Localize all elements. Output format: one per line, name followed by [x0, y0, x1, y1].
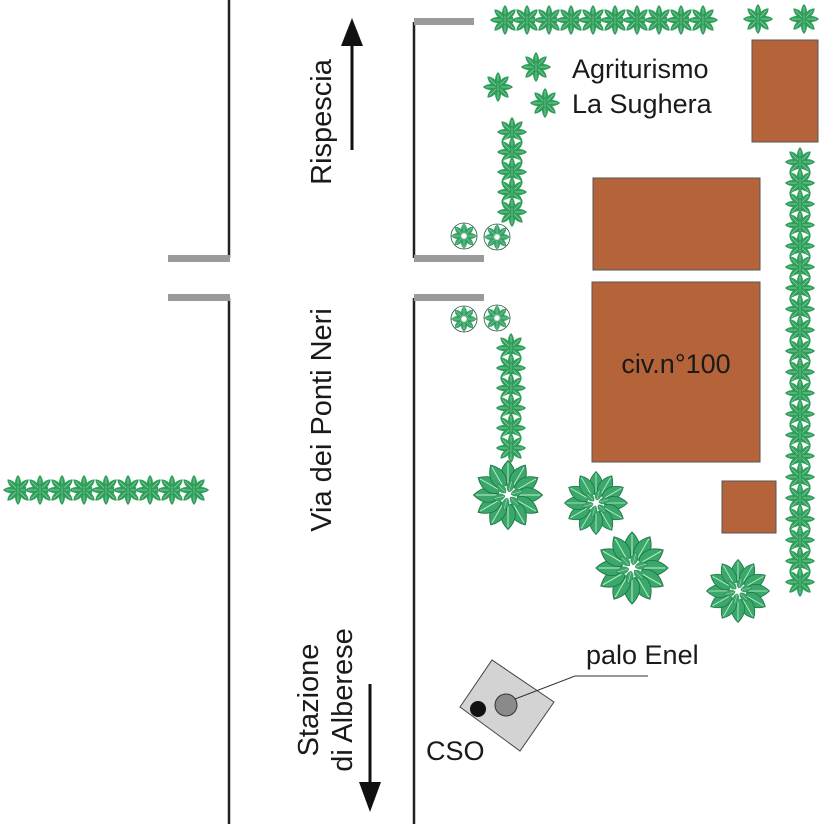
hedge-shrub-icon	[496, 433, 526, 463]
direction-south-label-line1: Stazione	[293, 644, 325, 757]
hedge-shrub-icon	[743, 4, 773, 34]
arrow-up-icon	[341, 18, 363, 150]
utility-cabinet	[459, 659, 648, 752]
small-building	[721, 480, 777, 534]
arrow-down-icon	[359, 684, 381, 812]
side-road-bars	[168, 18, 484, 301]
hedge-shrub-icon	[497, 197, 527, 227]
building-civ-100	[591, 281, 761, 463]
agriturismo-label-line2: La Sughera	[572, 89, 713, 119]
small-shrub-icon	[451, 306, 477, 332]
agriturismo-building	[751, 39, 819, 143]
large-shrub-icon	[474, 461, 543, 530]
cso-dot-icon	[470, 701, 486, 717]
large-shrub-icon	[596, 532, 668, 604]
road	[227, 0, 416, 824]
hedge-shrub-icon	[530, 88, 560, 118]
gate-bar	[168, 255, 230, 262]
road-name-label: Via dei Ponti Neri	[306, 308, 338, 532]
large-shrub-icon	[707, 560, 770, 623]
small-shrub-icon	[484, 224, 510, 250]
gate-bar	[414, 255, 484, 262]
small-shrub-icon	[451, 223, 477, 249]
pole-icon	[494, 693, 518, 717]
large-shrub-icon	[565, 472, 628, 535]
hedge-shrub-icon	[179, 475, 209, 505]
agriturismo-label-line1: Agriturismo	[572, 54, 709, 84]
small-shrub-icon	[484, 305, 510, 331]
hedge-shrub-icon	[789, 4, 819, 34]
direction-north-label: Rispescia	[306, 58, 338, 185]
hedge-shrub-icon	[785, 567, 815, 597]
gate-bar	[414, 18, 474, 25]
cso-label: CSO	[426, 736, 485, 766]
gate-bar	[168, 294, 230, 301]
hedge-shrub-icon	[483, 72, 513, 102]
civic-number-label: civ.n°100	[621, 349, 730, 379]
hedge-shrub-icon	[688, 5, 718, 35]
building-north	[592, 177, 761, 271]
buildings	[591, 39, 819, 534]
gate-bar	[414, 294, 484, 301]
hedge-shrub-icon	[521, 52, 551, 82]
pole-leader-line	[514, 675, 648, 700]
direction-south-label-line2: di Alberese	[327, 628, 359, 772]
pole-label: palo Enel	[586, 640, 699, 670]
